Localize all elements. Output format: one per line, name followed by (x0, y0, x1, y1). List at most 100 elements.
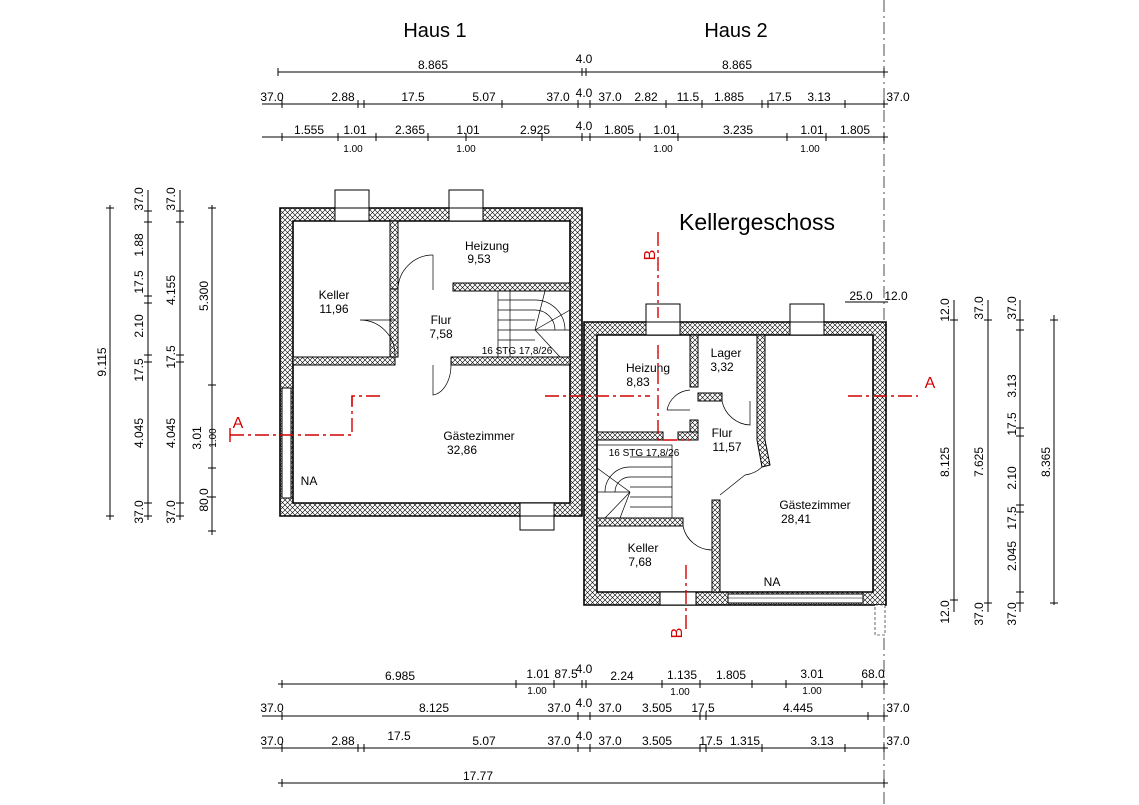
bottom-row1-dim: 1.00 (670, 687, 690, 698)
floor-title: Kellergeschoss (679, 209, 835, 235)
house1-stair-label: 16 STG 17,8/26 (482, 346, 553, 357)
bottom-row1-dim: 2.24 (610, 669, 634, 683)
bottom-row3-dim: 37.0 (260, 734, 284, 748)
house1-doors (359, 254, 452, 396)
room-area: 32,86 (447, 443, 477, 457)
top-row3-dim: 4.0 (576, 119, 593, 133)
na-label: NA (764, 575, 781, 589)
bottom-row1-dim: 1.135 (667, 668, 697, 682)
right-col3-dim: 3.13 (1005, 374, 1019, 398)
bottom-row3-dim: 37.0 (598, 734, 622, 748)
bottom-row2-dim: 4.445 (783, 701, 813, 715)
top-row3-dim: 2.925 (520, 123, 550, 137)
top-row2-dim: 2.82 (634, 90, 658, 104)
house2-staircase (596, 444, 673, 519)
bottom-row1-dim: 6.985 (385, 669, 415, 683)
top-row2-dim: 37.0 (598, 90, 622, 104)
bottom-row2-dim: 37.0 (260, 701, 284, 715)
house2-stair-label: 16 STG 17,8/26 (609, 448, 680, 459)
bottom-row1-dim: 1.805 (716, 668, 746, 682)
top-row3-dim: 1.805 (604, 123, 634, 137)
section-line-a: A A (229, 375, 936, 442)
room-area: 7,68 (628, 555, 652, 569)
bottom-row3-dim: 37.0 (886, 734, 910, 748)
top-row3-dim: 1.01 (343, 123, 367, 137)
room-name: Heizung (626, 361, 670, 375)
top-row1-dim: 4.0 (576, 52, 593, 66)
bottom-dimensions: 6.985 1.01 1.00 87.5 4.0 2.24 1.135 1.00… (260, 662, 910, 787)
top-row2-dim: 11.5 (677, 90, 700, 104)
bottom-row4-dim: 17.77 (463, 769, 493, 783)
left-dimensions: 9.115 37.0 1.88 17.5 2.10 17.5 4.045 37.… (95, 187, 219, 535)
bottom-row3-dim: 1.315 (730, 734, 760, 748)
right-col1-dim: 12.0 (938, 298, 952, 322)
left-col2-dim: 17.5 (132, 358, 146, 382)
right-col2-dim: 37.0 (972, 296, 986, 320)
top-row2-dim: 4.0 (576, 86, 593, 100)
house2-rooms: Heizung 8,83 Lager 3,32 Flur 11,57 Gäste… (626, 346, 851, 589)
left-col4-dim: 3.01 (190, 426, 204, 450)
left-col2-dim: 37.0 (132, 500, 146, 524)
bottom-row2-dim: 4.0 (576, 696, 593, 710)
section-line-b: B B (642, 232, 690, 638)
house2-doors (666, 389, 763, 551)
bottom-row3-dim: 3.13 (810, 734, 834, 748)
top-row2-dim: 37.0 (546, 90, 570, 104)
top-row2-dim: 3.13 (807, 90, 831, 104)
top-row3-dim: 1.555 (294, 123, 324, 137)
house1-label: Haus 1 (403, 20, 466, 42)
house1-walls (279, 189, 583, 531)
room-name: Keller (319, 288, 350, 302)
house2-offset-dim: 25.0 (849, 289, 873, 303)
top-row3-dim: 1.805 (840, 123, 870, 137)
bottom-row3-dim: 17.5 (699, 734, 723, 748)
room-name: Lager (711, 346, 742, 360)
left-col3-dim: 4.045 (164, 418, 178, 448)
right-dimensions: 12.0 8.125 12.0 37.0 7.625 37.0 37.0 3.1… (938, 296, 1058, 626)
left-col1-dim: 9.115 (95, 347, 109, 376)
bottom-row1-dim: 3.01 (800, 667, 824, 681)
top-row3-dim: 1.00 (800, 144, 820, 155)
left-col2-dim: 37.0 (132, 187, 146, 211)
room-area: 3,32 (710, 360, 734, 374)
bottom-row2-dim: 37.0 (886, 701, 910, 715)
top-row3-dim: 1.00 (653, 144, 673, 155)
section-b-label-bottom: B (669, 628, 686, 639)
bottom-row2-dim: 37.0 (598, 701, 622, 715)
bottom-row1-dim: 1.01 (526, 667, 550, 681)
right-col4-dim: 8.365 (1039, 447, 1053, 477)
top-row3-dim: 1.01 (653, 123, 677, 137)
left-col3-dim: 37.0 (164, 187, 178, 211)
na-label: NA (301, 474, 318, 488)
bottom-row1-dim: 1.00 (802, 686, 822, 697)
left-col3-dim: 37.0 (164, 500, 178, 524)
bottom-row1-dim: 1.00 (527, 686, 547, 697)
top-row3-dim: 1.00 (343, 144, 363, 155)
bottom-row1-dim: 4.0 (576, 662, 593, 676)
right-col1-dim: 8.125 (938, 447, 952, 477)
room-name: Gästezimmer (443, 429, 514, 443)
left-col2-dim: 17.5 (132, 270, 146, 294)
room-name: Flur (431, 313, 452, 327)
room-area: 8,83 (626, 375, 650, 389)
left-col3-dim: 17.5 (164, 345, 178, 369)
room-area: 7,58 (429, 327, 453, 341)
right-col2-dim: 7.625 (972, 447, 986, 477)
bottom-row3-dim: 17.5 (387, 729, 411, 743)
right-col3-dim: 17.5 (1005, 412, 1019, 436)
bottom-row1-dim: 87.5 (554, 667, 578, 681)
house2-walls (583, 303, 887, 636)
top-row2-dim: 37.0 (260, 90, 284, 104)
room-area: 11,57 (712, 440, 741, 454)
left-col2-dim: 1.88 (132, 233, 146, 257)
top-row1-dim: 8.865 (418, 58, 448, 72)
top-row2-dim: 17.5 (401, 90, 425, 104)
section-b-label-top: B (642, 250, 659, 261)
left-col2-dim: 2.10 (132, 314, 146, 338)
bottom-row3-dim: 5.07 (472, 734, 496, 748)
section-a-label-right: A (925, 375, 936, 392)
top-row3-dim: 1.01 (456, 123, 480, 137)
top-row3-dim: 2.365 (395, 123, 425, 137)
top-row3-dim: 3.235 (723, 123, 753, 137)
